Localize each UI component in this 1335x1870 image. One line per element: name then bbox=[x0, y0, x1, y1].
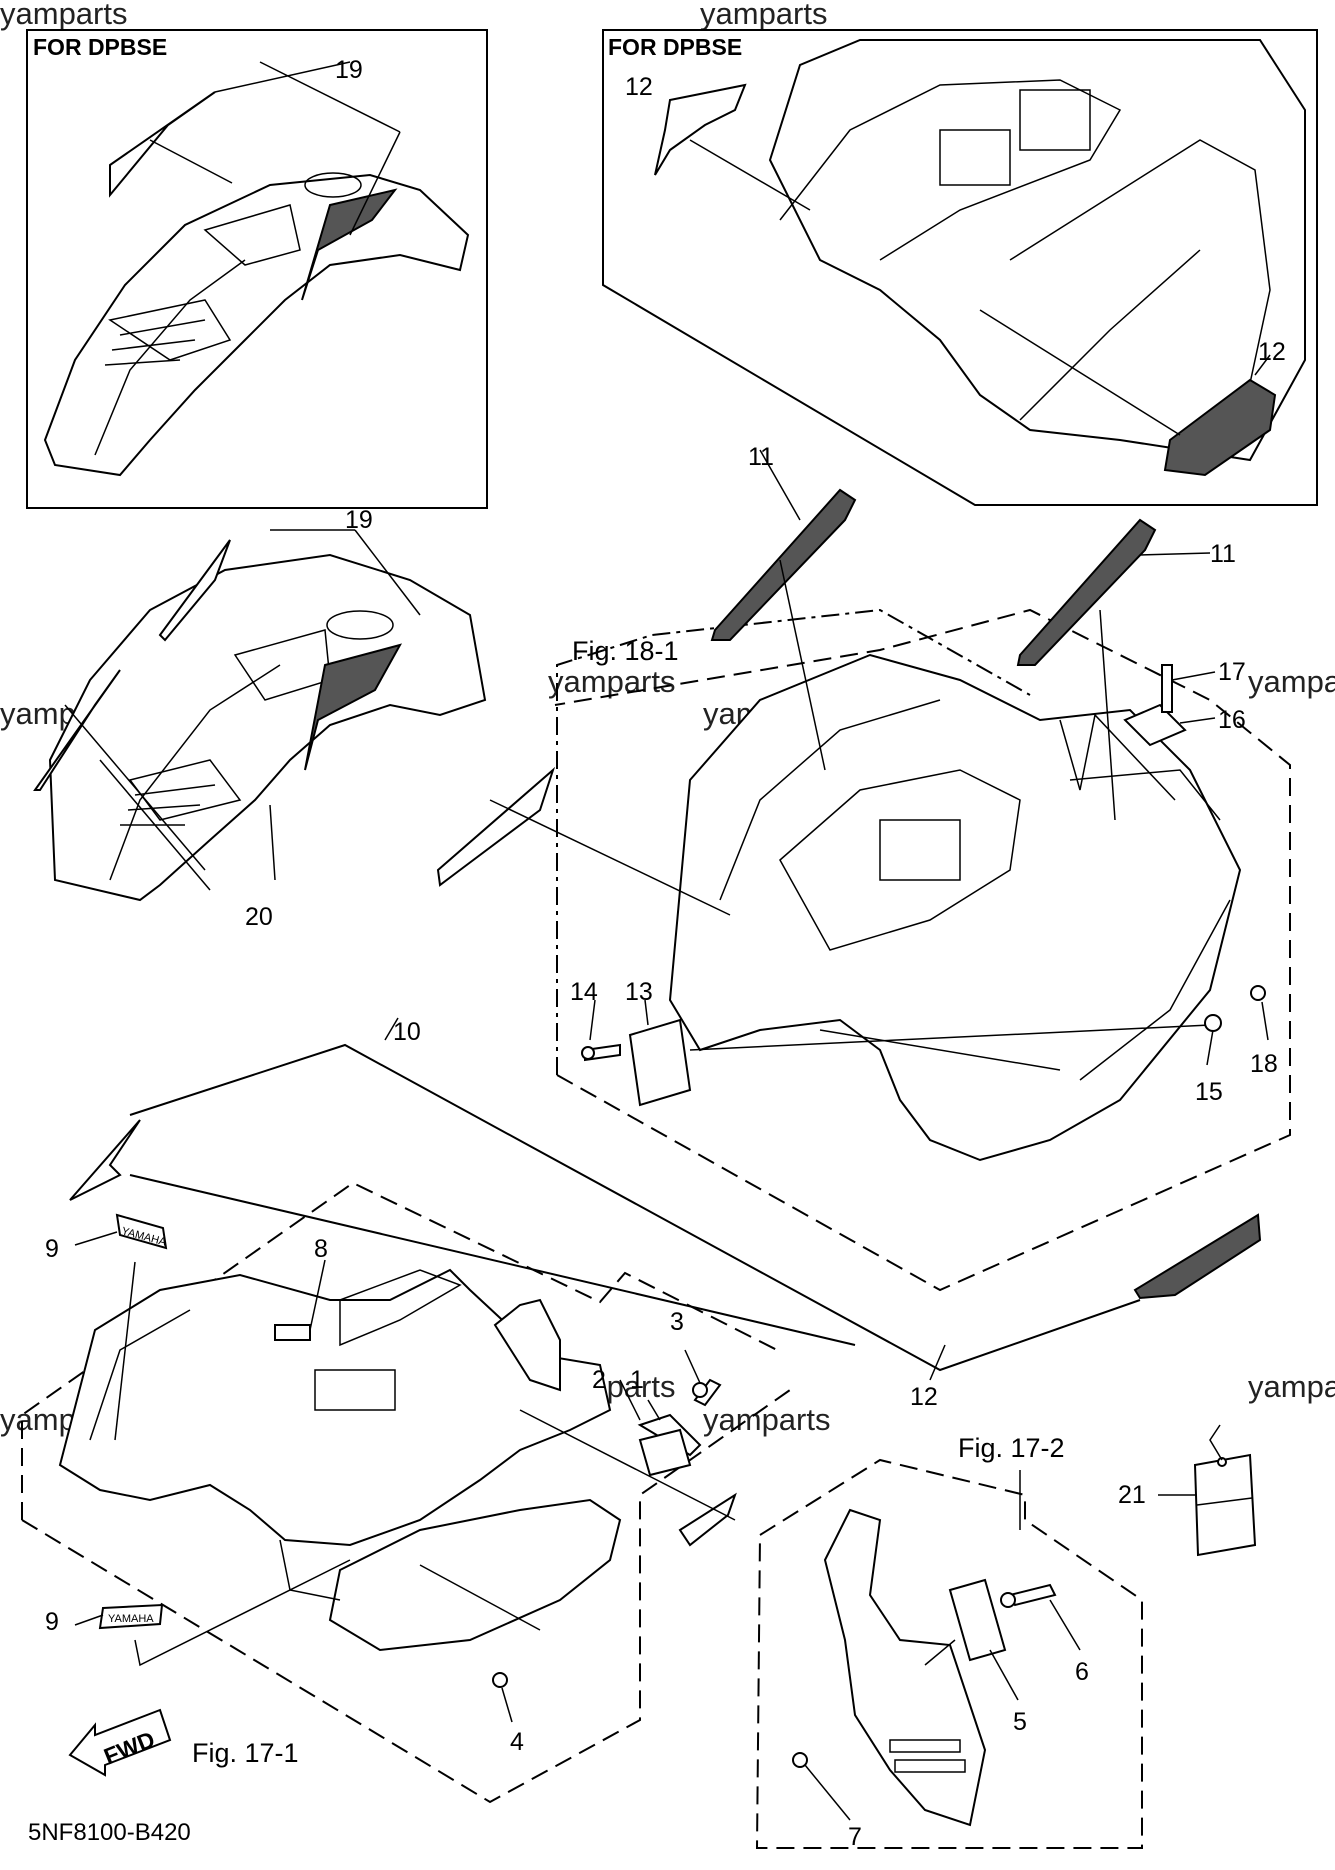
inset-box-right: FOR DPBSE 12 12 bbox=[602, 29, 1318, 506]
callout-8: 8 bbox=[314, 1235, 328, 1263]
rear-fender-main: Fig. 18-1 11 11 17 16 14 13 15 18 bbox=[436, 443, 1291, 1300]
yamaha-badge-upper: YAMAHA bbox=[115, 1213, 168, 1250]
callout-14: 14 bbox=[570, 978, 598, 1006]
callout-10: 10 bbox=[393, 1018, 421, 1046]
callout-19: 19 bbox=[335, 56, 363, 84]
callout-17: 17 bbox=[1218, 658, 1246, 686]
caution-tag: 21 bbox=[1118, 1424, 1257, 1557]
callout-5: 5 bbox=[1013, 1708, 1027, 1736]
fig-ref-17-1: Fig. 17-1 bbox=[192, 1738, 299, 1768]
callout-7: 7 bbox=[848, 1823, 862, 1851]
callout-13: 13 bbox=[625, 978, 653, 1006]
inset-label: FOR DPBSE bbox=[608, 34, 742, 60]
callout-21: 21 bbox=[1118, 1481, 1146, 1509]
watermark: yamparts bbox=[548, 664, 675, 699]
fwd-arrow: FWD bbox=[68, 1708, 172, 1777]
callout-11: 11 bbox=[748, 443, 774, 471]
watermark: yamparts bbox=[0, 0, 127, 31]
callout-12: 12 bbox=[1258, 338, 1286, 366]
watermark: yamparts bbox=[1248, 1369, 1335, 1404]
callout-18: 18 bbox=[1250, 1050, 1278, 1078]
reference-lines-10-12: 10 12 bbox=[69, 1017, 1141, 1411]
callout-11: 11 bbox=[1210, 540, 1236, 568]
callout-12: 12 bbox=[625, 73, 653, 101]
callout-9: 9 bbox=[45, 1608, 59, 1636]
front-fender-main: Fig. 17-1 8 YAMAHA 9 YAMAHA 9 1 2 3 bbox=[21, 1181, 791, 1804]
inset-label: FOR DPBSE bbox=[33, 34, 167, 60]
watermark: yamparts bbox=[703, 1402, 830, 1437]
watermark: yamparts bbox=[1248, 664, 1335, 699]
svg-text:YAMAHA: YAMAHA bbox=[108, 1613, 154, 1625]
fender-assembly-mid-left: 19 20 bbox=[33, 506, 487, 931]
fig-17-2-bracket: Fig. 17-2 6 5 7 bbox=[755, 1433, 1143, 1851]
callout-6: 6 bbox=[1075, 1658, 1089, 1686]
callout-1: 1 bbox=[630, 1366, 644, 1394]
callout-20: 20 bbox=[245, 903, 273, 931]
fig-ref-17-2: Fig. 17-2 bbox=[958, 1433, 1065, 1463]
yamaha-badge-lower: YAMAHA bbox=[98, 1603, 164, 1630]
callout-3: 3 bbox=[670, 1308, 684, 1336]
fig-ref-18-1: Fig. 18-1 bbox=[572, 636, 679, 666]
callout-19: 19 bbox=[345, 506, 373, 534]
watermark: yamparts bbox=[700, 0, 827, 31]
callout-9: 9 bbox=[45, 1235, 59, 1263]
callout-16: 16 bbox=[1218, 706, 1246, 734]
diagram-code: 5NF8100-B420 bbox=[28, 1819, 191, 1846]
callout-4: 4 bbox=[510, 1728, 524, 1756]
inset-box-left: FOR DPBSE 19 bbox=[26, 29, 488, 509]
callout-12: 12 bbox=[910, 1383, 938, 1411]
callout-2: 2 bbox=[592, 1366, 606, 1394]
callout-15: 15 bbox=[1195, 1078, 1223, 1106]
